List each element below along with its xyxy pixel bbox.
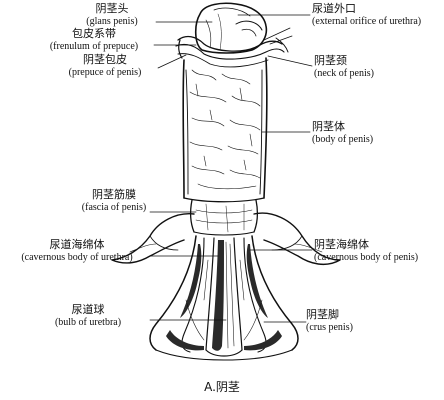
leader-neck — [267, 55, 313, 67]
label-prepuce-zh: 阴茎包皮 — [83, 53, 127, 66]
label-crus-penis: 阴茎脚 (crus penis) — [306, 308, 353, 334]
label-cavernous-body-penis-en: (cavernous body of penis) — [314, 252, 419, 263]
label-fascia-en: (fascia of penis) — [81, 202, 147, 213]
label-fascia-zh: 阴茎筋膜 — [92, 188, 136, 201]
label-bulb-urethra-zh: 尿道球 — [71, 303, 105, 316]
label-glans-penis-zh: 阴茎头 — [95, 2, 129, 15]
penis-root-drawing — [149, 235, 299, 361]
label-frenulum-en: (frenulum of prepuce) — [49, 41, 139, 52]
penis-shaft-drawing — [182, 57, 268, 203]
label-prepuce-en: (prepuce of penis) — [68, 67, 142, 78]
label-neck-penis: 阴茎颈 (neck of penis) — [314, 54, 374, 80]
label-neck-penis-zh: 阴茎颈 — [314, 54, 347, 67]
glans-penis-drawing — [194, 2, 268, 54]
label-crus-penis-zh: 阴茎脚 — [306, 308, 339, 321]
prepuce-drawing — [175, 27, 293, 68]
leader-lines — [149, 14, 313, 323]
label-external-orifice: 尿道外口 (external orifice of urethra) — [312, 2, 421, 28]
label-external-orifice-zh: 尿道外口 — [312, 2, 356, 15]
label-cavernous-body-penis-zh: 阴茎海绵体 — [314, 238, 369, 251]
label-cavernous-body-penis: 阴茎海绵体 (cavernous body of penis) — [314, 238, 418, 264]
label-crus-penis-en: (crus penis) — [306, 322, 353, 333]
label-glans-penis-en: (glans penis) — [86, 16, 138, 27]
leader-prepuce — [157, 54, 187, 69]
label-neck-penis-en: (neck of penis) — [314, 68, 374, 79]
label-body-penis-en: (body of penis) — [312, 134, 374, 145]
figure-caption: A.阴茎 — [204, 380, 240, 394]
reflected-skin-drawing — [111, 212, 341, 266]
label-fascia: 阴茎筋膜 (fascia of penis) — [74, 188, 154, 214]
label-cavernous-body-urethra-en: (cavernous body of urethra) — [21, 252, 133, 263]
fascia-of-penis-drawing — [190, 199, 258, 236]
label-cavernous-body-urethra-zh: 尿道海绵体 — [49, 238, 105, 251]
label-external-orifice-en: (external orifice of urethra) — [312, 16, 422, 27]
label-bulb-urethra: 尿道球 (bulb of uretbra) — [36, 303, 140, 329]
label-frenulum: 包皮系带 (frenulum of prepuce) — [30, 27, 158, 53]
label-glans-penis: 阴茎头 (glans penis) — [64, 2, 160, 28]
label-body-penis: 阴茎体 (body of penis) — [312, 120, 373, 146]
label-prepuce: 阴茎包皮 (prepuce of penis) — [52, 53, 158, 79]
label-body-penis-zh: 阴茎体 — [312, 120, 345, 133]
label-bulb-urethra-en: (bulb of uretbra) — [54, 317, 122, 328]
label-cavernous-body-urethra: 尿道海绵体 (cavernous body of urethra) — [2, 238, 152, 264]
label-frenulum-zh: 包皮系带 — [72, 27, 116, 40]
